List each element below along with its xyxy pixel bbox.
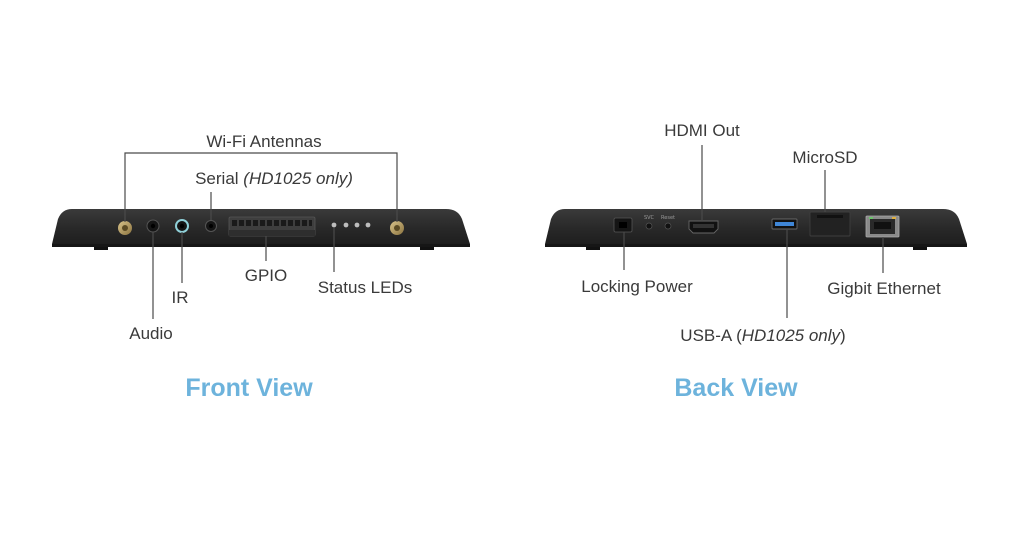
front-device bbox=[52, 209, 470, 250]
locking-power-label: Locking Power bbox=[581, 277, 693, 296]
wifi-antenna-left-connector bbox=[118, 221, 132, 235]
ir-port bbox=[175, 219, 189, 233]
gpio-label: GPIO bbox=[245, 266, 288, 285]
ir-label: IR bbox=[172, 288, 189, 307]
reset-text: Reset bbox=[661, 215, 675, 221]
front-callouts bbox=[124, 152, 398, 319]
front-view-title: Front View bbox=[185, 374, 313, 402]
hdmi-port bbox=[688, 220, 719, 234]
wifi-antenna-right-connector bbox=[390, 221, 404, 235]
back-foot-right bbox=[913, 247, 927, 250]
microsd-label: MicroSD bbox=[792, 148, 857, 167]
locking-power-port bbox=[613, 217, 633, 233]
usb-a-label: USB-A (HD1025 only) bbox=[680, 326, 845, 345]
audio-label: Audio bbox=[129, 324, 172, 343]
front-foot-left bbox=[94, 247, 108, 250]
status-leds-label: Status LEDs bbox=[318, 278, 413, 297]
back-view-title: Back View bbox=[674, 374, 798, 402]
gigabit-ethernet-label: Gigbit Ethernet bbox=[827, 279, 941, 298]
back-device: SVC Reset bbox=[545, 209, 967, 250]
back-device-body bbox=[545, 209, 967, 244]
front-foot-right bbox=[420, 247, 434, 250]
usb-a-port bbox=[771, 218, 798, 230]
serial-label: Serial (HD1025 only) bbox=[195, 169, 353, 188]
wifi-antennas-callout bbox=[124, 152, 398, 222]
audio-jack bbox=[146, 219, 160, 233]
microsd-slot bbox=[809, 211, 851, 237]
svc-button: SVC bbox=[644, 215, 655, 230]
usb-a-note: HD1025 only bbox=[742, 326, 842, 345]
ethernet-port bbox=[865, 215, 900, 238]
back-callouts bbox=[623, 145, 884, 318]
serial-port bbox=[205, 220, 217, 232]
svc-text: SVC bbox=[644, 215, 655, 221]
gpio-terminal-block bbox=[228, 216, 316, 237]
status-leds bbox=[331, 222, 371, 228]
hdmi-out-label: HDMI Out bbox=[664, 121, 740, 140]
serial-note: (HD1025 only) bbox=[243, 169, 353, 188]
back-foot-left bbox=[586, 247, 600, 250]
reset-button: Reset bbox=[661, 215, 675, 230]
wifi-antennas-label: Wi-Fi Antennas bbox=[206, 132, 321, 151]
